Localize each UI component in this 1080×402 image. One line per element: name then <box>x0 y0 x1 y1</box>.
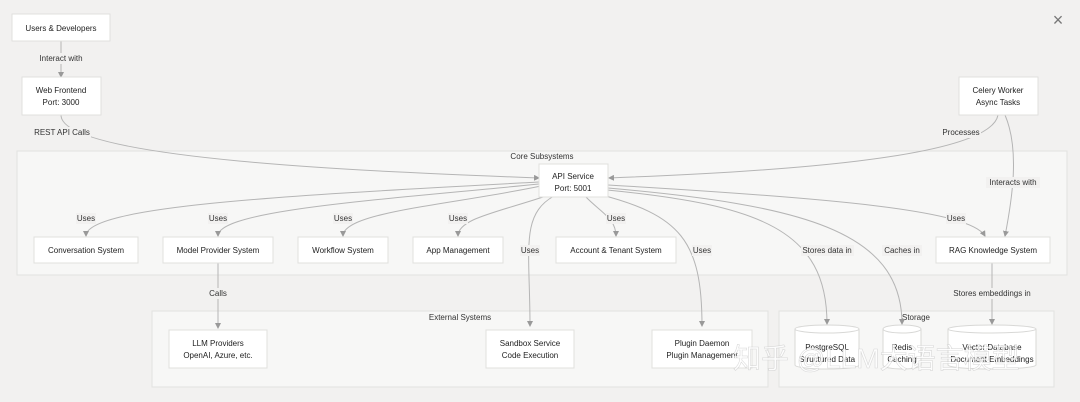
node-sublabel: Caching <box>887 355 916 364</box>
node-label: App Management <box>426 246 490 255</box>
node-sublabel: Document Embeddings <box>950 355 1033 364</box>
edge-label-uses-conversation: Uses <box>76 213 96 224</box>
node-sublabel: Structured Data <box>799 355 856 364</box>
edge-label-text: Uses <box>947 214 965 223</box>
node-label: Vector Database <box>962 343 1022 352</box>
edge-api-workflow <box>340 185 542 237</box>
edge-label-text: Uses <box>449 214 467 223</box>
node-web-frontend[interactable]: Web Frontend Port: 3000 <box>21 76 102 116</box>
edge-label-uses-appmgmt: Uses <box>448 213 468 224</box>
edge-labels: Interact with REST API Calls Processes I… <box>33 53 1040 299</box>
edge-label-uses-account: Uses <box>606 213 626 224</box>
close-button[interactable]: × <box>1048 10 1068 30</box>
node-api-service[interactable]: API Service Port: 5001 <box>538 163 609 198</box>
node-users-developers[interactable]: Users & Developers <box>11 13 111 42</box>
edge-label-uses-plugin: Uses <box>692 245 712 256</box>
edge-api-conversation <box>83 181 540 237</box>
node-sublabel: Code Execution <box>502 351 558 360</box>
edges <box>58 41 1015 329</box>
edge-label-processes: Processes <box>941 127 981 138</box>
edge-label-interact-with: Interact with <box>36 53 86 64</box>
node-label: Redis <box>892 343 912 352</box>
edge-label-interacts-with: Interacts with <box>986 177 1040 188</box>
node-label: API Service <box>552 172 594 181</box>
edge-label-text: Calls <box>209 289 227 298</box>
storage-label: Storage <box>902 313 931 322</box>
node-label: Workflow System <box>312 246 374 255</box>
edge-label-text: Interact with <box>39 54 82 63</box>
node-sublabel: Async Tasks <box>976 98 1020 107</box>
node-label: Sandbox Service <box>500 339 561 348</box>
external-systems-label: External Systems <box>429 313 491 322</box>
edge-label-text: Interacts with <box>989 178 1036 187</box>
core-subsystems-label: Core Subsystems <box>510 152 573 161</box>
edge-label-text: Uses <box>334 214 352 223</box>
edge-celery-rag <box>1003 114 1015 237</box>
watermark: 知乎 @LLM大语言模型 <box>733 343 1020 374</box>
node-label: Plugin Daemon <box>675 339 730 348</box>
edge-api-plugin <box>597 193 705 327</box>
node-label: PostgreSQL <box>805 343 849 352</box>
edge-label-uses-workflow: Uses <box>333 213 353 224</box>
node-label: LLM Providers <box>192 339 244 348</box>
node-llm-providers[interactable]: LLM Providers OpenAI, Azure, etc. <box>168 329 268 369</box>
edge-label-text: Stores embeddings in <box>953 289 1030 298</box>
node-label: RAG Knowledge System <box>949 246 1037 255</box>
node-redis[interactable]: Redis Caching <box>882 324 922 370</box>
node-label: Model Provider System <box>177 246 260 255</box>
edge-label-uses-modelprovider: Uses <box>208 213 228 224</box>
edge-api-redis <box>607 187 905 325</box>
edge-label-text: Caches in <box>884 246 920 255</box>
edge-label-stores-embeddings: Stores embeddings in <box>951 288 1033 299</box>
edge-api-postgres <box>606 189 830 325</box>
node-label: Celery Worker <box>973 86 1024 95</box>
edge-label-text: Uses <box>209 214 227 223</box>
edge-label-rest-api: REST API Calls <box>33 127 91 138</box>
node-plugin-daemon[interactable]: Plugin Daemon Plugin Management <box>651 329 753 369</box>
edge-label-calls: Calls <box>207 288 229 299</box>
node-sublabel: Port: 5001 <box>555 184 592 193</box>
node-workflow-system[interactable]: Workflow System <box>297 236 389 264</box>
edge-label-uses-sandbox: Uses <box>520 245 540 256</box>
nodes: Users & Developers Web Frontend Port: 30… <box>11 13 1051 369</box>
edge-label-text: Uses <box>693 246 711 255</box>
node-model-provider-system[interactable]: Model Provider System <box>162 236 274 264</box>
edge-label-text: Uses <box>607 214 625 223</box>
edge-label-text: Processes <box>942 128 979 137</box>
edge-celery-api <box>608 114 999 181</box>
edge-api-rag <box>607 184 986 237</box>
node-label: Users & Developers <box>25 24 96 33</box>
edge-api-modelprovider <box>215 183 540 237</box>
node-label: Account & Tenant System <box>570 246 662 255</box>
edge-label-text: REST API Calls <box>34 128 90 137</box>
edge-label-text: Uses <box>521 246 539 255</box>
node-sublabel: OpenAI, Azure, etc. <box>183 351 252 360</box>
node-app-management[interactable]: App Management <box>412 236 504 264</box>
node-sublabel: Port: 3000 <box>43 98 80 107</box>
edge-label-text: Uses <box>77 214 95 223</box>
node-rag-knowledge-system[interactable]: RAG Knowledge System <box>935 236 1051 264</box>
node-label: Web Frontend <box>36 86 87 95</box>
node-sublabel: Plugin Management <box>666 351 738 360</box>
close-icon: × <box>1052 10 1064 30</box>
edge-label-stores-data: Stores data in <box>801 245 854 256</box>
edge-api-appmgmt <box>455 193 553 237</box>
edge-label-text: Stores data in <box>802 246 851 255</box>
node-celery-worker[interactable]: Celery Worker Async Tasks <box>958 76 1039 116</box>
edge-api-sandbox <box>526 195 555 327</box>
node-sandbox-service[interactable]: Sandbox Service Code Execution <box>485 329 575 369</box>
node-conversation-system[interactable]: Conversation System <box>33 236 139 264</box>
node-postgresql[interactable]: PostgreSQL Structured Data <box>794 324 860 370</box>
node-label: Conversation System <box>48 246 124 255</box>
edge-label-uses-rag: Uses <box>946 213 966 224</box>
edge-label-caches: Caches in <box>882 245 922 256</box>
node-vector-database[interactable]: Vector Database Document Embeddings <box>947 324 1037 370</box>
node-account-tenant-system[interactable]: Account & Tenant System <box>555 236 677 264</box>
